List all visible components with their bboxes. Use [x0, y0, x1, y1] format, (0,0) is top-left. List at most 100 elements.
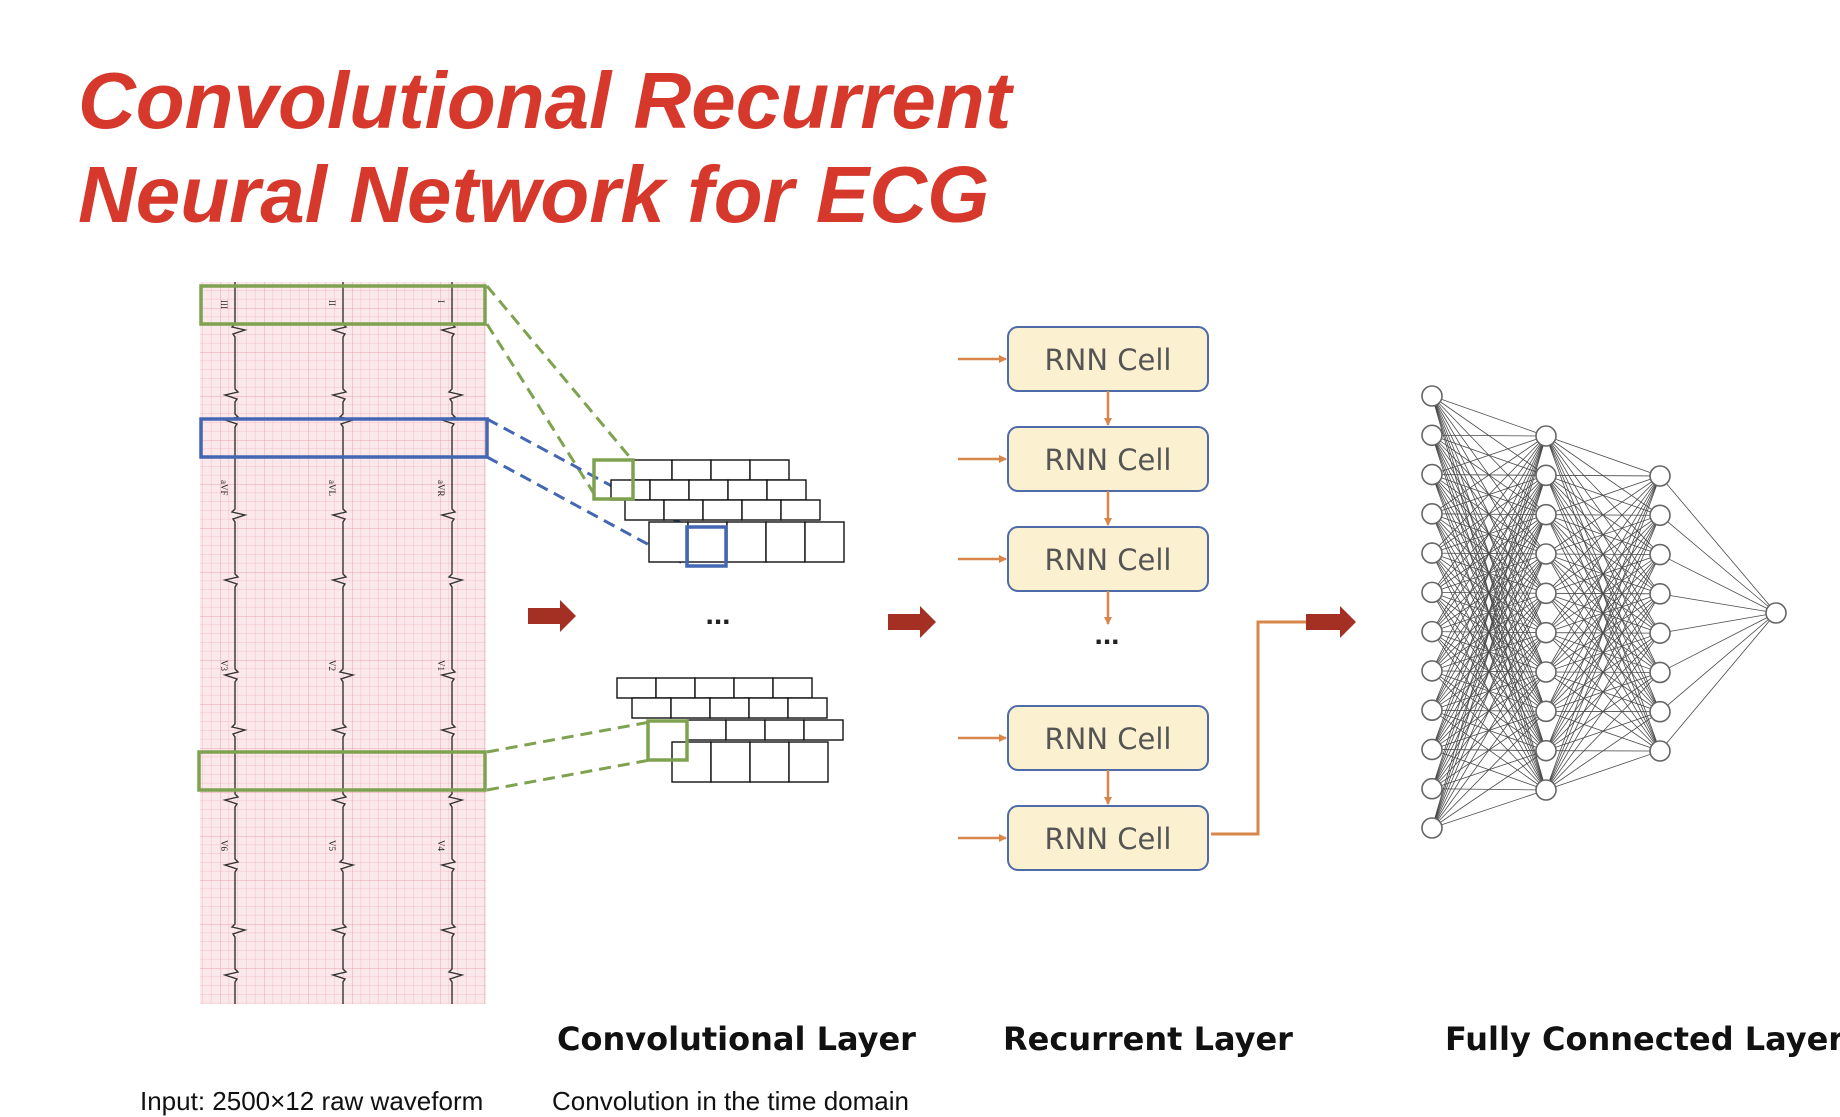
feature-map-cell [664, 500, 703, 520]
note-input: Input: 2500×12 raw waveform [140, 1086, 483, 1117]
ecg-lead-label: aVL [327, 480, 337, 496]
arrow-input-to-conv [528, 600, 576, 632]
rnn-ellipsis: ... [1094, 618, 1119, 651]
feature-map-cell [766, 522, 805, 562]
fc-connection [1546, 436, 1660, 476]
ecg-lead-label: V5 [327, 840, 337, 851]
feature-map-cell [749, 698, 788, 718]
ecg-lead-label: I [436, 300, 446, 303]
fc-neuron [1536, 741, 1556, 761]
flow-arrows [528, 600, 1356, 638]
feature-map-cell [703, 500, 742, 520]
fc-neuron [1650, 662, 1670, 682]
ecg-lead-label: V3 [219, 660, 229, 671]
feature-map-cell [649, 522, 688, 562]
fc-neuron [1650, 545, 1670, 565]
fully-connected-network [1422, 386, 1786, 838]
rnn-cell-label: RNN Cell [1045, 443, 1172, 477]
fc-neuron [1650, 741, 1670, 761]
fc-connection [1546, 672, 1660, 790]
feature-map-cell [727, 522, 766, 562]
feature-map-cell [625, 500, 664, 520]
note-convolution: Convolution in the time domain [552, 1086, 909, 1117]
feature-map-cell [711, 742, 750, 782]
ecg-lead-label: aVR [436, 480, 446, 497]
fc-connection [1432, 396, 1546, 436]
fc-connection [1660, 594, 1776, 613]
conv-ellipsis: ... [705, 598, 730, 631]
feature-map-cell [672, 742, 711, 782]
caption-convolutional-layer: Convolutional Layer [557, 1020, 916, 1058]
fc-neuron [1650, 584, 1670, 604]
fc-neuron [1422, 739, 1442, 759]
fc-neuron [1422, 779, 1442, 799]
fc-neuron [1536, 780, 1556, 800]
ecg-lead-label: V1 [436, 660, 446, 671]
fc-neuron [1422, 700, 1442, 720]
fc-neuron [1650, 702, 1670, 722]
fc-connection [1546, 594, 1660, 790]
fc-neuron [1536, 583, 1556, 603]
caption-recurrent-layer: Recurrent Layer [1003, 1020, 1293, 1058]
feature-map-cell [734, 678, 773, 698]
fc-neuron [1766, 603, 1786, 623]
feature-map-cell [750, 742, 789, 782]
feature-map-cell [767, 480, 806, 500]
rnn-cell-label: RNN Cell [1045, 722, 1172, 756]
feature-map-cell [789, 742, 828, 782]
fc-connection [1660, 476, 1776, 613]
feature-map-cell [773, 678, 812, 698]
fc-neuron [1422, 465, 1442, 485]
ecg-lead-label: V4 [436, 840, 446, 851]
fc-neuron [1422, 504, 1442, 524]
arrow-conv-to-rnn [888, 606, 936, 638]
feature-map-cell [689, 480, 728, 500]
fc-connection [1660, 555, 1776, 613]
fc-neuron [1650, 466, 1670, 486]
feature-map-cell [750, 460, 789, 480]
feature-map-cell [728, 480, 767, 500]
fc-neuron [1422, 582, 1442, 602]
fc-connection [1432, 751, 1546, 828]
fc-connection [1660, 613, 1776, 712]
feature-map-cell [742, 500, 781, 520]
fc-neuron [1536, 662, 1556, 682]
feature-map-cell [805, 522, 844, 562]
feature-map-cell [687, 720, 726, 740]
fc-connection [1432, 554, 1546, 828]
feature-map-cell [726, 720, 765, 740]
fc-connection [1432, 475, 1546, 828]
fc-neuron [1536, 701, 1556, 721]
fc-neuron [1422, 386, 1442, 406]
fc-connection [1432, 790, 1546, 828]
fc-connection [1660, 613, 1776, 633]
feature-map-cell [672, 460, 711, 480]
fc-neuron [1536, 544, 1556, 564]
feature-map-cell [633, 460, 672, 480]
rnn-cell-label: RNN Cell [1045, 343, 1172, 377]
feature-map-cell [765, 720, 804, 740]
fc-neuron [1650, 623, 1670, 643]
feature-map-cell [781, 500, 820, 520]
feature-map-cell [788, 698, 827, 718]
fc-neuron [1422, 425, 1442, 445]
feature-map-cell [656, 678, 695, 698]
rnn-cell-label: RNN Cell [1045, 543, 1172, 577]
fc-neuron [1422, 543, 1442, 563]
fc-neuron [1536, 426, 1556, 446]
feature-map-cell [710, 698, 749, 718]
fc-neuron [1422, 622, 1442, 642]
fc-connection [1546, 515, 1660, 790]
fc-connection [1546, 476, 1660, 515]
feature-map-cell [671, 698, 710, 718]
fc-neuron [1422, 818, 1442, 838]
fc-connection [1546, 751, 1660, 790]
fc-connection [1660, 515, 1776, 613]
feature-map-cell [650, 480, 689, 500]
fc-connection [1660, 613, 1776, 751]
feature-map-cell [617, 678, 656, 698]
fc-neuron [1536, 505, 1556, 525]
